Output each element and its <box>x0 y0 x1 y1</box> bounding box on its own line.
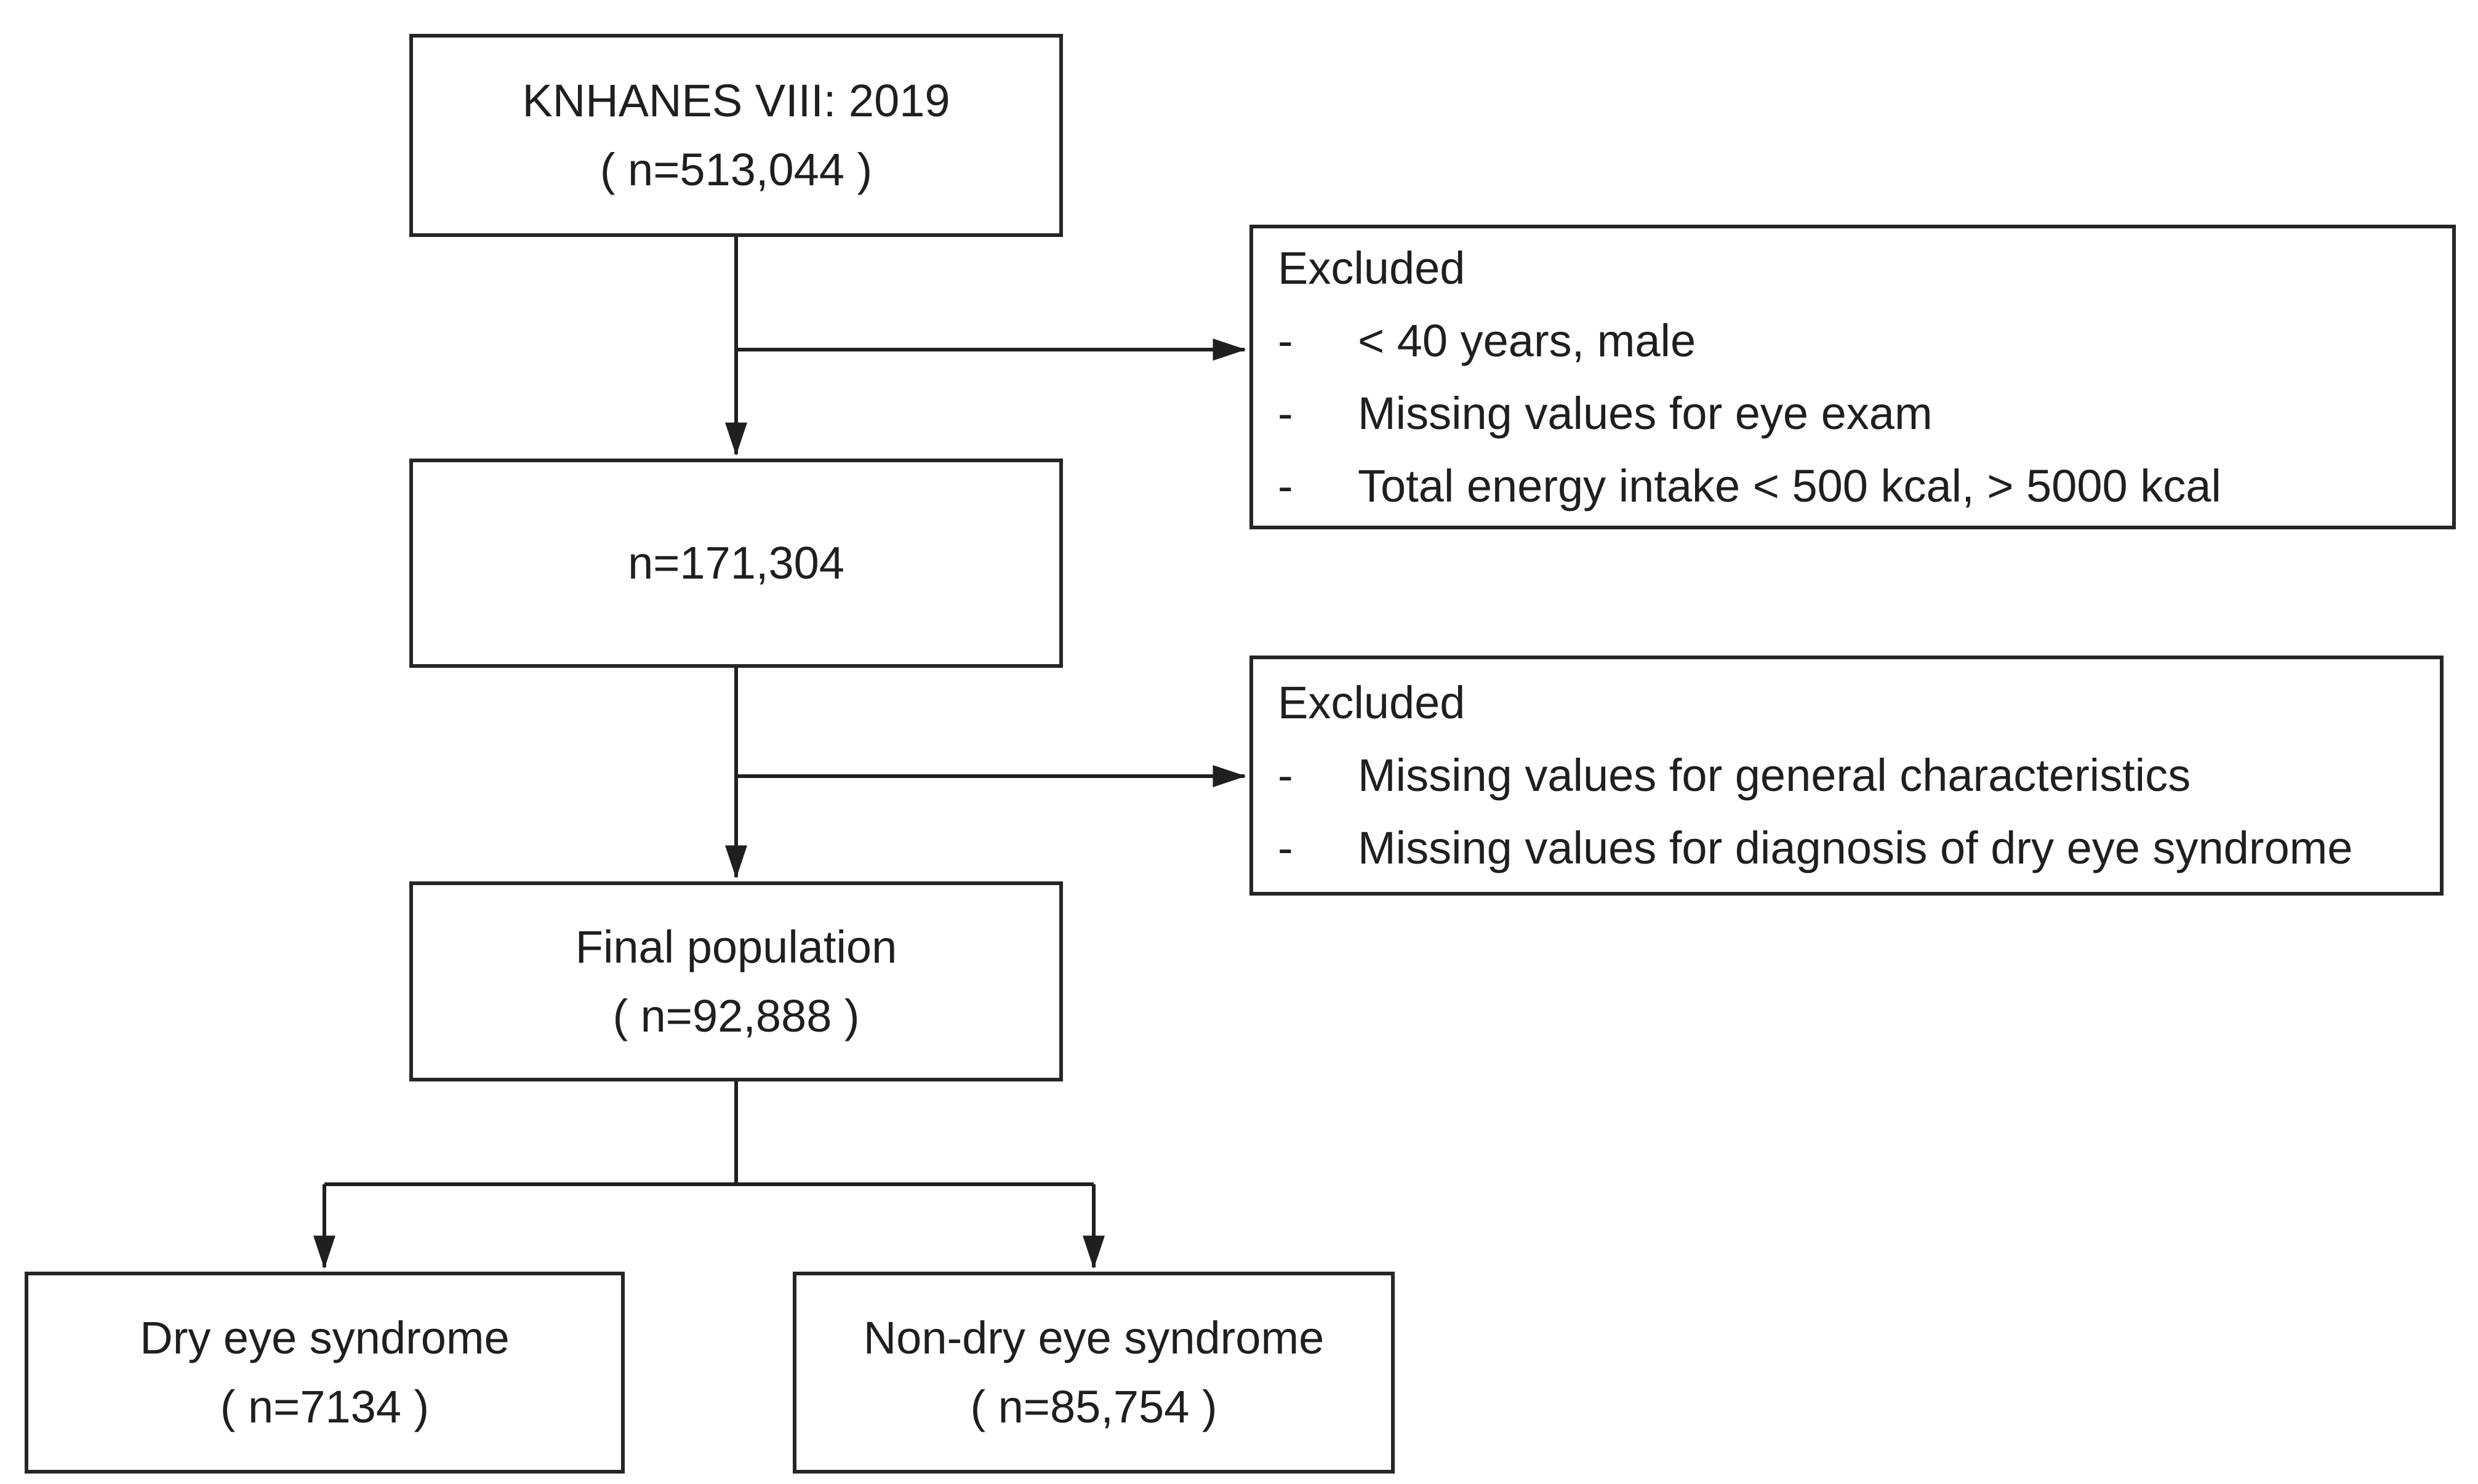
node-dry-eye-syndrome: Dry eye syndrome ( n=7134 ) <box>25 1272 625 1474</box>
node-nondry-count: ( n=85,754 ) <box>970 1381 1217 1432</box>
excluded-1-item: - Total energy intake < 500 kcal, > 5000… <box>1278 450 2434 523</box>
excluded-1-item: - < 40 years, male <box>1278 305 2434 377</box>
excluded-1-title: Excluded <box>1278 242 1466 294</box>
node-excluded-1: Excluded - < 40 years, male - Missing va… <box>1249 225 2456 529</box>
excluded-2-item: - Missing values for general characteris… <box>1278 739 2421 812</box>
bullet-dash: - <box>1278 822 1293 873</box>
node-non-dry-eye-syndrome: Non-dry eye syndrome ( n=85,754 ) <box>793 1272 1395 1474</box>
bullet-dash: - <box>1278 387 1293 439</box>
bullet-dash: - <box>1278 460 1293 511</box>
node-dry-title: Dry eye syndrome <box>140 1312 510 1363</box>
node-knhanes: KNHANES VIII: 2019 ( n=513,044 ) <box>409 34 1063 237</box>
excluded-1-item-text: Total energy intake < 500 kcal, > 5000 k… <box>1358 460 2221 511</box>
node-final-title: Final population <box>575 921 897 973</box>
node-final-population: Final population ( n=92,888 ) <box>409 881 1063 1081</box>
excluded-2-item: - Missing values for diagnosis of dry ey… <box>1278 812 2421 884</box>
bullet-dash: - <box>1278 750 1293 801</box>
node-final-count: ( n=92,888 ) <box>612 990 860 1041</box>
node-nondry-title: Non-dry eye syndrome <box>863 1312 1325 1363</box>
node-n171304-count: n=171,304 <box>628 537 844 588</box>
node-dry-count: ( n=7134 ) <box>220 1381 430 1432</box>
node-excluded-2: Excluded - Missing values for general ch… <box>1249 656 2444 896</box>
excluded-2-title: Excluded <box>1278 677 1466 728</box>
excluded-1-item-text: < 40 years, male <box>1358 315 1696 366</box>
excluded-1-item: - Missing values for eye exam <box>1278 377 2434 450</box>
node-knhanes-title: KNHANES VIII: 2019 <box>522 75 950 126</box>
excluded-2-item-text: Missing values for general characteristi… <box>1358 750 2191 801</box>
excluded-2-item-text: Missing values for diagnosis of dry eye … <box>1358 822 2353 873</box>
bullet-dash: - <box>1278 315 1293 366</box>
node-n171304: n=171,304 <box>409 459 1063 668</box>
node-knhanes-count: ( n=513,044 ) <box>599 144 873 195</box>
excluded-1-item-text: Missing values for eye exam <box>1358 387 1933 439</box>
